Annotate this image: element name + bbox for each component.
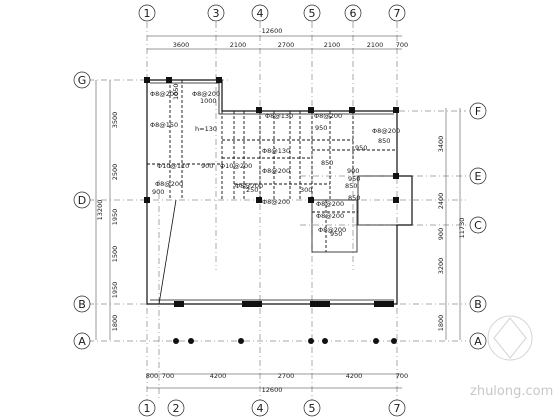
dimension-value: 700 [396, 41, 408, 49]
watermark: zhulong.com [470, 315, 553, 399]
grid-label: 4 [257, 402, 264, 415]
grid-bubbles-bottom: 1 2 4 5 7 [138, 399, 406, 417]
dimension-value: 1800 [111, 315, 119, 332]
dimension-value: 1800 [437, 315, 445, 332]
rebar-note: Φ8@200 [155, 180, 183, 188]
grid-label: 3 [213, 7, 220, 20]
rebar-note: 850 [348, 194, 360, 202]
rebar-note: Φ8@130 [262, 147, 290, 155]
dimension-value: 900 [437, 228, 445, 240]
rebar-note: Φ8@200 [318, 226, 346, 234]
dimension-value: 2100 [324, 41, 341, 49]
rebar-note: Φ8@200 [314, 112, 342, 120]
rebar-note: Φ8@200 [150, 90, 178, 98]
grid-label: 1 [144, 7, 151, 20]
rebar-note: 950 [330, 230, 342, 238]
dimension-value: 700 [162, 372, 174, 380]
rebar-note: 850 [321, 159, 333, 167]
dimension-value: 2100 [230, 41, 247, 49]
grid-label: 5 [309, 7, 316, 20]
dimension-lines [95, 35, 461, 389]
rebar-note: 850 [378, 137, 390, 145]
rebar-note: Φ8@200 [316, 200, 344, 208]
rebar-note: Φ10@200 [220, 162, 252, 170]
rebar-note: Φ8@200 [262, 167, 290, 175]
dimension-value: 2400 [437, 193, 445, 210]
rebar-note: Φ10@110 [157, 162, 189, 170]
dimension-value: 2700 [278, 372, 295, 380]
dimension-value: 3500 [111, 112, 119, 129]
rebar-note: 950 [355, 144, 367, 152]
dimension-value: 3600 [173, 41, 190, 49]
slab-notes: Φ8@200 Φ8@200 1050 1000 Φ8@150 h=130 Φ8@… [150, 83, 400, 238]
rebar-note: 1000 [200, 97, 217, 105]
grid-label: F [475, 105, 481, 118]
rebar-note: 950 [315, 124, 327, 132]
rebar-note: Φ8@200 [192, 90, 220, 98]
rebar-note: 250 [246, 186, 258, 194]
grid-bubbles-top: 1 3 4 5 6 7 [138, 4, 406, 22]
dimension-total: 13200 [96, 200, 104, 221]
grid-label: 6 [350, 7, 357, 20]
dimension-value: 4200 [346, 372, 363, 380]
rebar-note: Φ8@150 [150, 121, 178, 129]
grid-bubbles-left: G D B A [73, 71, 91, 350]
rebar-note: 1050 [172, 83, 180, 100]
dimension-value: 800 [146, 372, 158, 380]
dimension-value: 3400 [437, 136, 445, 153]
grid-label: B [474, 298, 482, 311]
rebar-note: Φ8@200 [316, 212, 344, 220]
dimension-value: 2500 [111, 164, 119, 181]
grid-label: 5 [309, 402, 316, 415]
grid-label: D [78, 194, 86, 207]
rebar-note: 900 [201, 162, 213, 170]
rebar-note: Φ8@200 [372, 127, 400, 135]
right-dimensions: 3400 2400 900 3200 1800 11730 [437, 136, 466, 332]
dimension-value: 1950 [111, 209, 119, 226]
watermark-text: zhulong.com [470, 384, 553, 399]
rebar-note: 900 [347, 167, 359, 175]
dimension-value: 3200 [437, 258, 445, 275]
grid-label: E [475, 170, 482, 183]
dimension-total: 12600 [262, 386, 283, 394]
rebar-note: 950 [348, 175, 360, 183]
rebar-note: Φ8@200 [235, 182, 263, 190]
dimension-value: 4200 [210, 372, 227, 380]
grid-label: B [78, 298, 86, 311]
rebar-note: h=130 [195, 125, 217, 133]
dimension-value: 700 [396, 372, 408, 380]
dimension-total: 11730 [458, 218, 466, 239]
grid-label: A [474, 335, 482, 348]
grid-label: 7 [394, 402, 401, 415]
beam-lines [147, 80, 397, 252]
grid-label: 7 [394, 7, 401, 20]
dimension-total: 12600 [262, 27, 283, 35]
grid-label: 1 [144, 402, 151, 415]
rebar-note: 900 [152, 188, 164, 196]
grid-label: G [78, 74, 87, 87]
bottom-dimensions: 800 700 4200 2700 4200 700 12600 [146, 372, 408, 394]
top-dimensions: 12600 3600 2100 2700 2100 2100 700 [173, 27, 408, 49]
grid-label: 4 [257, 7, 264, 20]
rebar-note: Φ8@200 [262, 198, 290, 206]
grid-label: 2 [173, 402, 180, 415]
grid-label: C [474, 219, 482, 232]
columns [144, 77, 399, 344]
grid-label: A [78, 335, 86, 348]
rebar-note: 300 [300, 186, 312, 194]
dimension-value: 2100 [367, 41, 384, 49]
dimension-value: 1950 [111, 282, 119, 299]
dimension-value: 2700 [278, 41, 295, 49]
rebar-note: Φ8@130 [265, 112, 293, 120]
dimension-value: 1500 [111, 246, 119, 263]
rebar-note: 850 [345, 182, 357, 190]
left-dimensions: 13200 3500 2500 1950 1500 1950 1800 [96, 112, 119, 332]
grid-bubbles-right: F E C B A [469, 102, 487, 350]
